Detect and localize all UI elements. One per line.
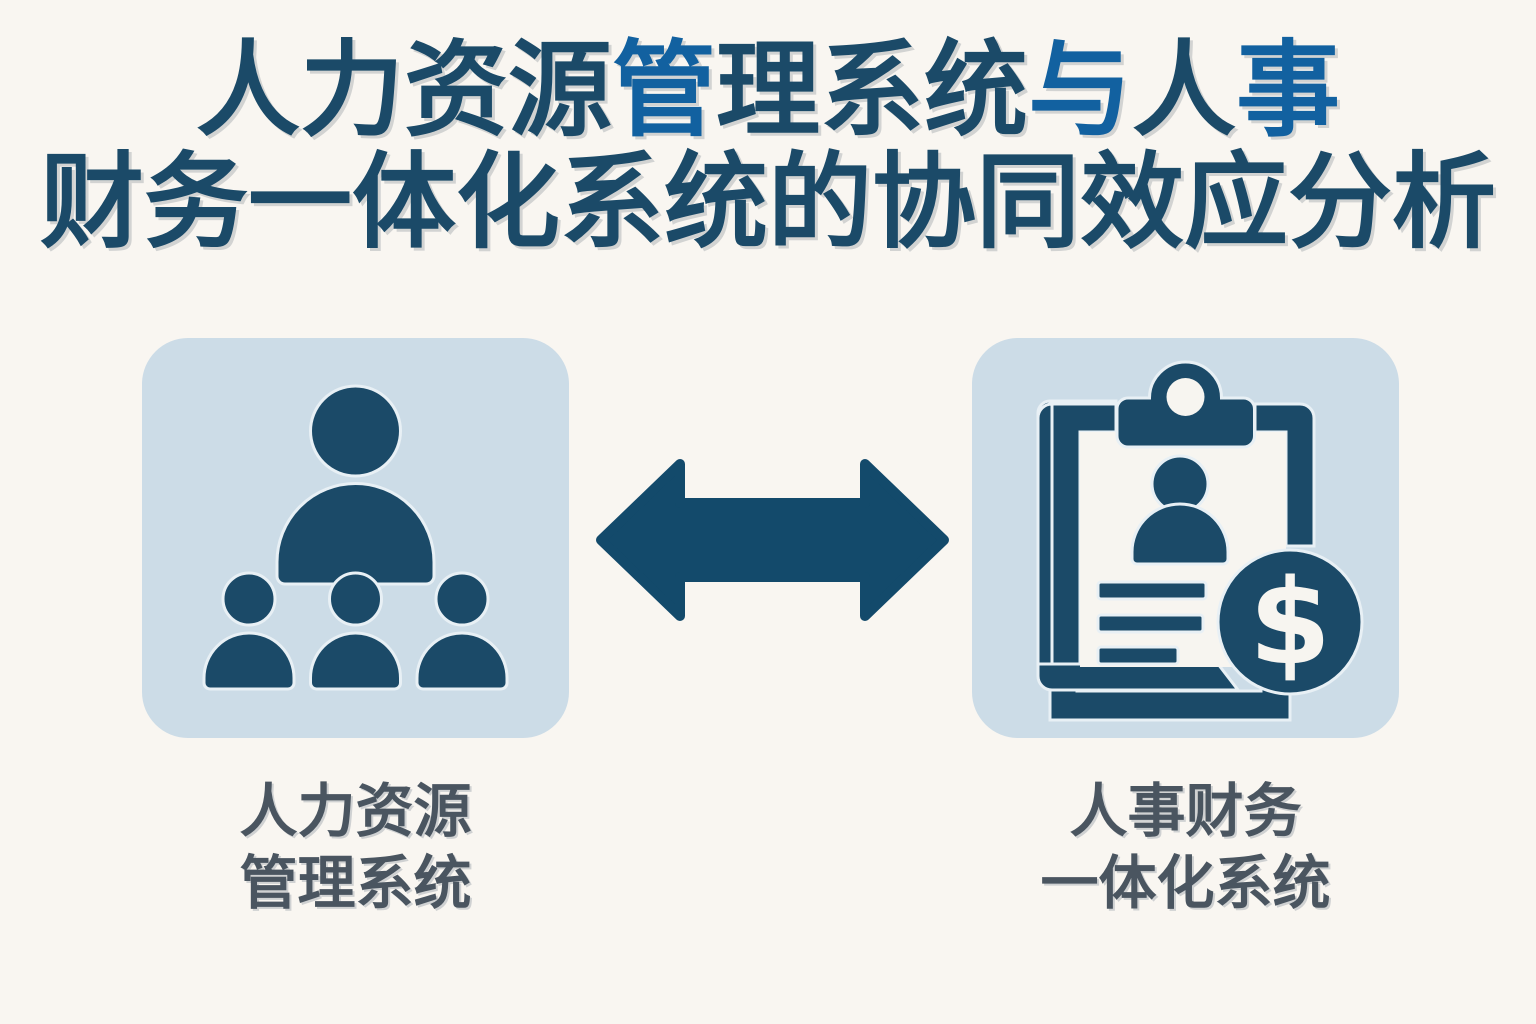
caption-line-2: 管理系统 [239,849,472,917]
title-line-2: 财务一体化系统的协同效应分析 [39,141,1496,263]
dollar-coin [1216,548,1364,696]
title-segment: 人力资源 [195,29,612,151]
clipboard-payroll-dollar-icon: $ [1036,360,1364,722]
page-title: 人力资源管理系统与人事 财务一体化系统的协同效应分析 [0,34,1536,258]
people-group-icon [202,384,509,691]
caption-hr-system: 人力资源 管理系统 [142,775,569,919]
title-segment: 理系统 [715,29,1028,151]
card-hr-system[interactable] [142,338,569,738]
bidirectional-link [585,445,960,635]
paper-person [1130,454,1230,566]
paper-text-lines [1096,580,1208,666]
title-accent-segment: 与 [1028,29,1133,151]
dollar-sign-icon: $ [1249,553,1331,691]
caption-line-1: 人力资源 [239,777,472,845]
caption-line-2: 一体化系统 [1040,849,1331,917]
title-segment: 人 [1132,29,1237,151]
title-accent-segment: 事 [1236,29,1341,151]
title-accent-segment: 管 [611,29,716,151]
caption-line-1: 人事财务 [1069,777,1302,845]
title-line-1: 人力资源管理系统与人事 [0,34,1536,146]
card-finance-system[interactable]: $ [972,338,1399,738]
double-headed-arrow-icon [596,459,949,621]
clip-hole [1166,378,1205,416]
caption-finance-system: 人事财务 一体化系统 [972,775,1399,919]
